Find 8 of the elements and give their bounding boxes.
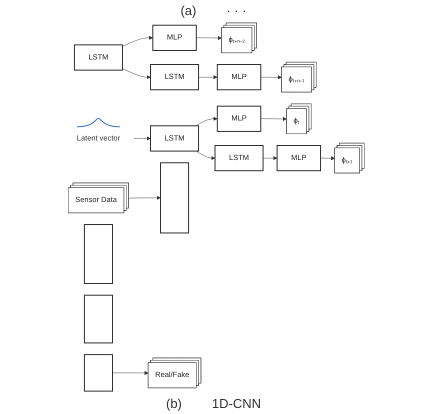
panel-label: (a) — [180, 3, 196, 18]
note-text: · · · — [226, 3, 247, 18]
node-bar — [160, 162, 190, 234]
node-bar — [84, 294, 113, 344]
node-bar — [84, 224, 113, 284]
panel-label: (b) — [166, 396, 182, 411]
node-bar — [84, 354, 113, 392]
note-text: 1D-CNN — [212, 396, 261, 411]
